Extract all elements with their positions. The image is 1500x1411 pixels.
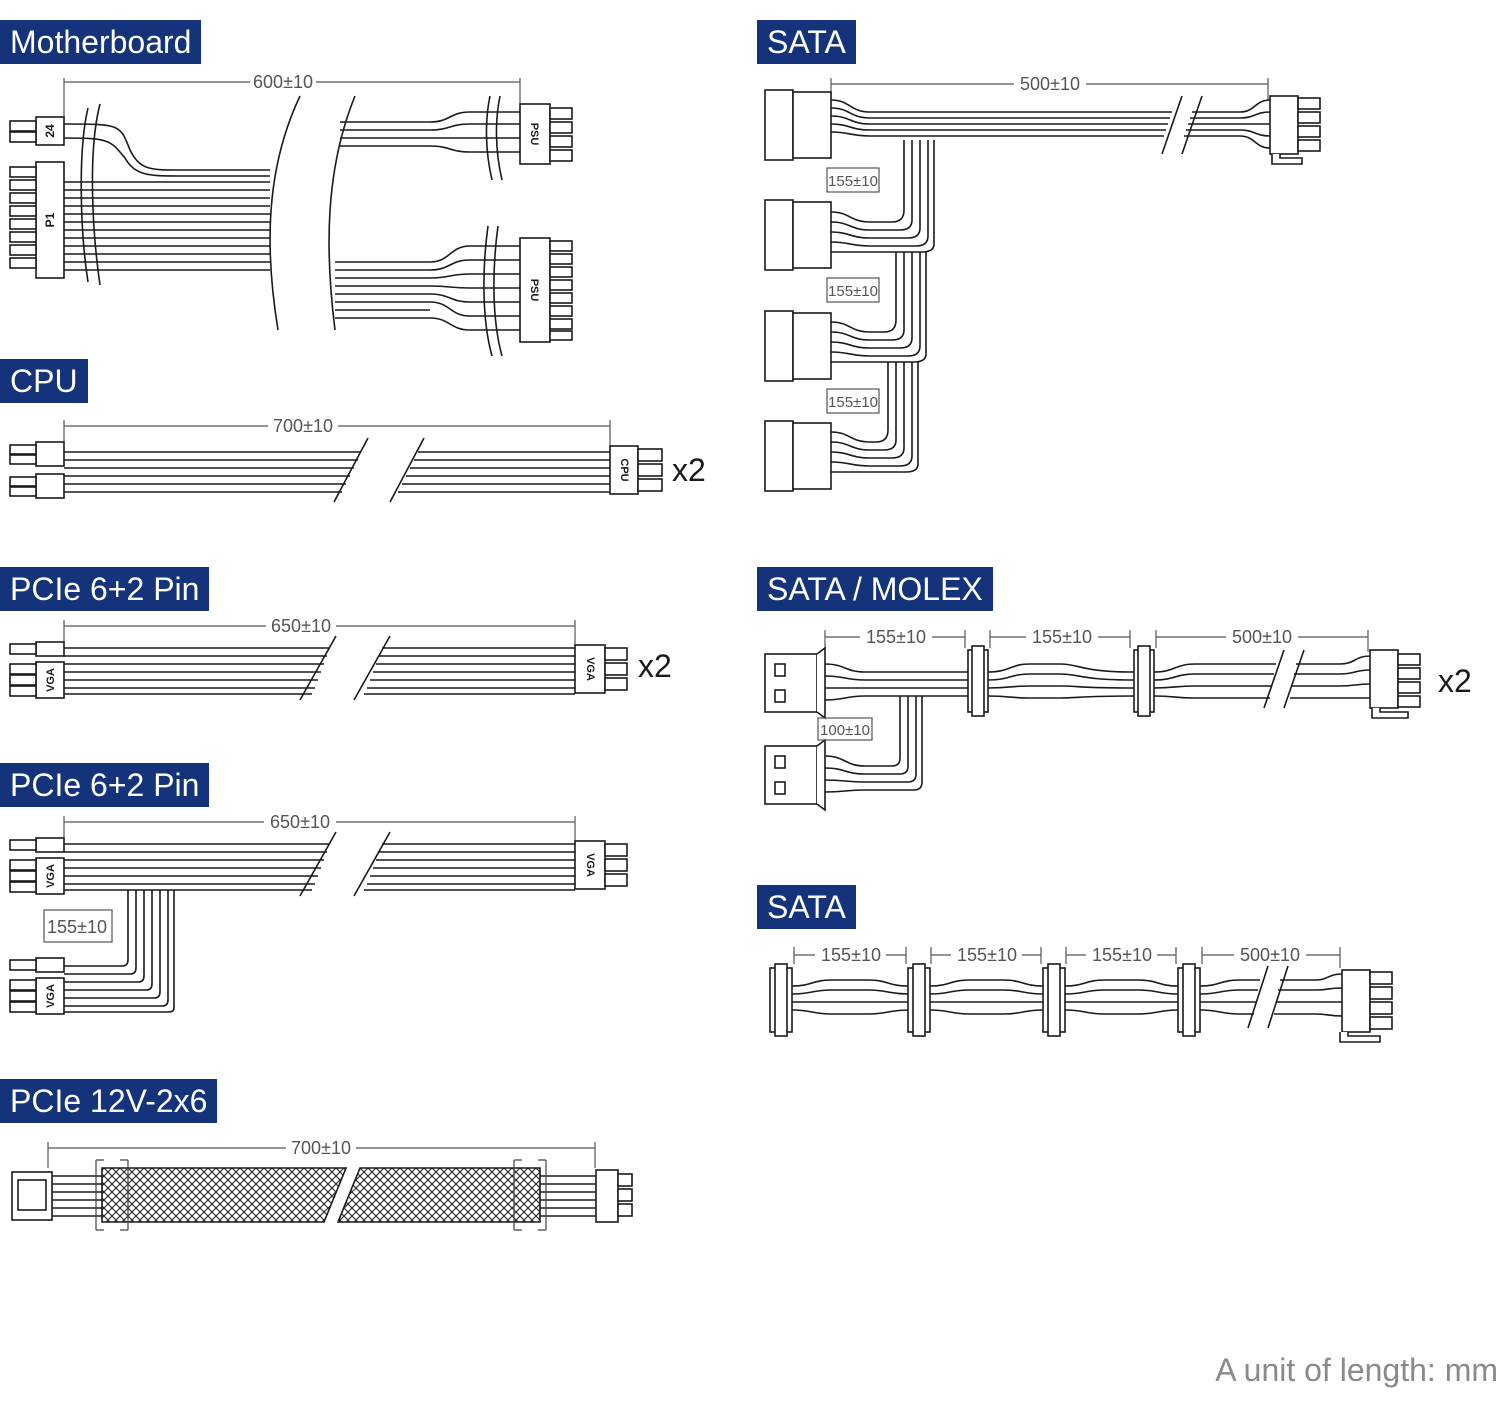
sata-molex-plug [1369,649,1399,709]
unit-footnote: A unit of length: mm [1215,1352,1498,1388]
motherboard-wires-right-top [340,95,520,181]
pcie-12v-plug-right [595,1169,619,1223]
sata-b-seg-1: 155±10 [821,945,881,965]
plug-p1-pins [9,166,37,269]
sata-b-wires [791,965,1343,1029]
title-motherboard: Motherboard [0,20,202,64]
pcie-a-length: 650±10 [271,616,331,636]
sata-molex-branch: 100±10 [820,722,870,739]
sata-a-heads [764,89,832,492]
title-sata-a: SATA [757,20,856,64]
pcie-a-cable: 650±10 VGA VGA [9,616,628,701]
sata-b-inline-connectors [769,963,1201,1037]
sata-a-branch-2: 155±10 [828,283,878,300]
pcie-12v-end-wires [52,1175,596,1217]
sata-b-cable [769,947,1393,1043]
plug-vga-a-left [35,661,65,699]
pcie-12v-length: 700±10 [291,1138,351,1158]
title-sata-b: SATA [757,885,856,929]
pcie-a-wires [64,635,575,701]
sata-b-seg-2: 155±10 [957,945,1017,965]
pcie-12v-sleeve-left [101,1167,348,1223]
branch-dim-box [43,909,113,943]
plug-vga-b-left [35,857,65,895]
pcie-b-wires [64,831,575,1013]
plug-vga-b-branch [35,977,65,1015]
sata-b-plug [1341,969,1371,1033]
title-sata-molex: SATA / MOLEX [757,567,993,611]
plug-24-label: 24 [43,124,57,138]
pcie-a-multiplier: x2 [638,648,672,684]
title-pcie-a: PCIe 6+2 Pin [0,567,210,611]
motherboard-length: 600±10 [253,72,313,92]
cpu-length: 700±10 [273,416,333,436]
molex-head-1 [764,653,818,713]
cpu-wires [64,437,610,503]
plug-vga-b-right-label: VGA [584,853,596,877]
cpu-cable: 700±10 CPU [9,416,663,503]
motherboard-dimension [63,78,521,120]
sata-a-cable: 500±10 [764,74,1321,492]
pcie-12v-sleeve-right [336,1167,541,1223]
pcie-12v-cable: 700±10 [11,1138,633,1231]
plug-p1 [35,161,65,279]
title-cpu: CPU [0,359,88,403]
pcie-b-cable: 650±10 VGA VGA [9,812,628,1015]
sata-a-wires [830,95,1271,473]
pcie-b-branch-length: 155±10 [47,917,107,937]
plug-cpu-label: CPU [618,458,630,481]
sata-a-plug [1269,95,1299,155]
sata-b-seg-4: 500±10 [1240,945,1300,965]
sata-molex-multiplier: x2 [1438,663,1472,699]
sata-a-length: 500±10 [1020,74,1080,94]
title-pcie-12v: PCIe 12V-2x6 [0,1079,218,1123]
cpu-multiplier: x2 [672,452,706,488]
sata-molex-seg-2: 155±10 [1032,627,1092,647]
sata-a-branch-1: 155±10 [828,173,878,190]
motherboard-cable: 600±10 24 P1 [9,72,573,357]
sata-b-seg-3: 155±10 [1092,945,1152,965]
sata-molex-seg-1: 155±10 [866,627,926,647]
plug-vga-b-right [574,840,606,890]
plug-vga-b-branch-label: VGA [45,984,57,1008]
plug-vga-b-left-label: VGA [45,864,57,888]
sata-a-branch-3: 155±10 [828,394,878,411]
sata-molex-wires [824,649,1371,793]
plug-psu-b [519,237,551,343]
plug-p1-label: P1 [43,212,57,227]
plug-24 [35,116,65,146]
motherboard-wires-left [63,123,270,271]
sata-molex-inline-connectors [967,645,1155,717]
sata-molex-cable [764,630,1421,812]
molex-head-2 [764,745,818,805]
plug-psu-a-label: PSU [528,123,540,146]
pcie-b-length: 650±10 [270,812,330,832]
plug-psu-a [519,103,551,165]
plug-vga-a-right-label: VGA [584,657,596,681]
motherboard-wires-right-bottom [335,225,520,357]
title-pcie-b: PCIe 6+2 Pin [0,763,210,807]
sata-molex-seg-3: 500±10 [1232,627,1292,647]
plug-psu-b-label: PSU [528,279,540,302]
plug-vga-a-left-label: VGA [45,668,57,692]
